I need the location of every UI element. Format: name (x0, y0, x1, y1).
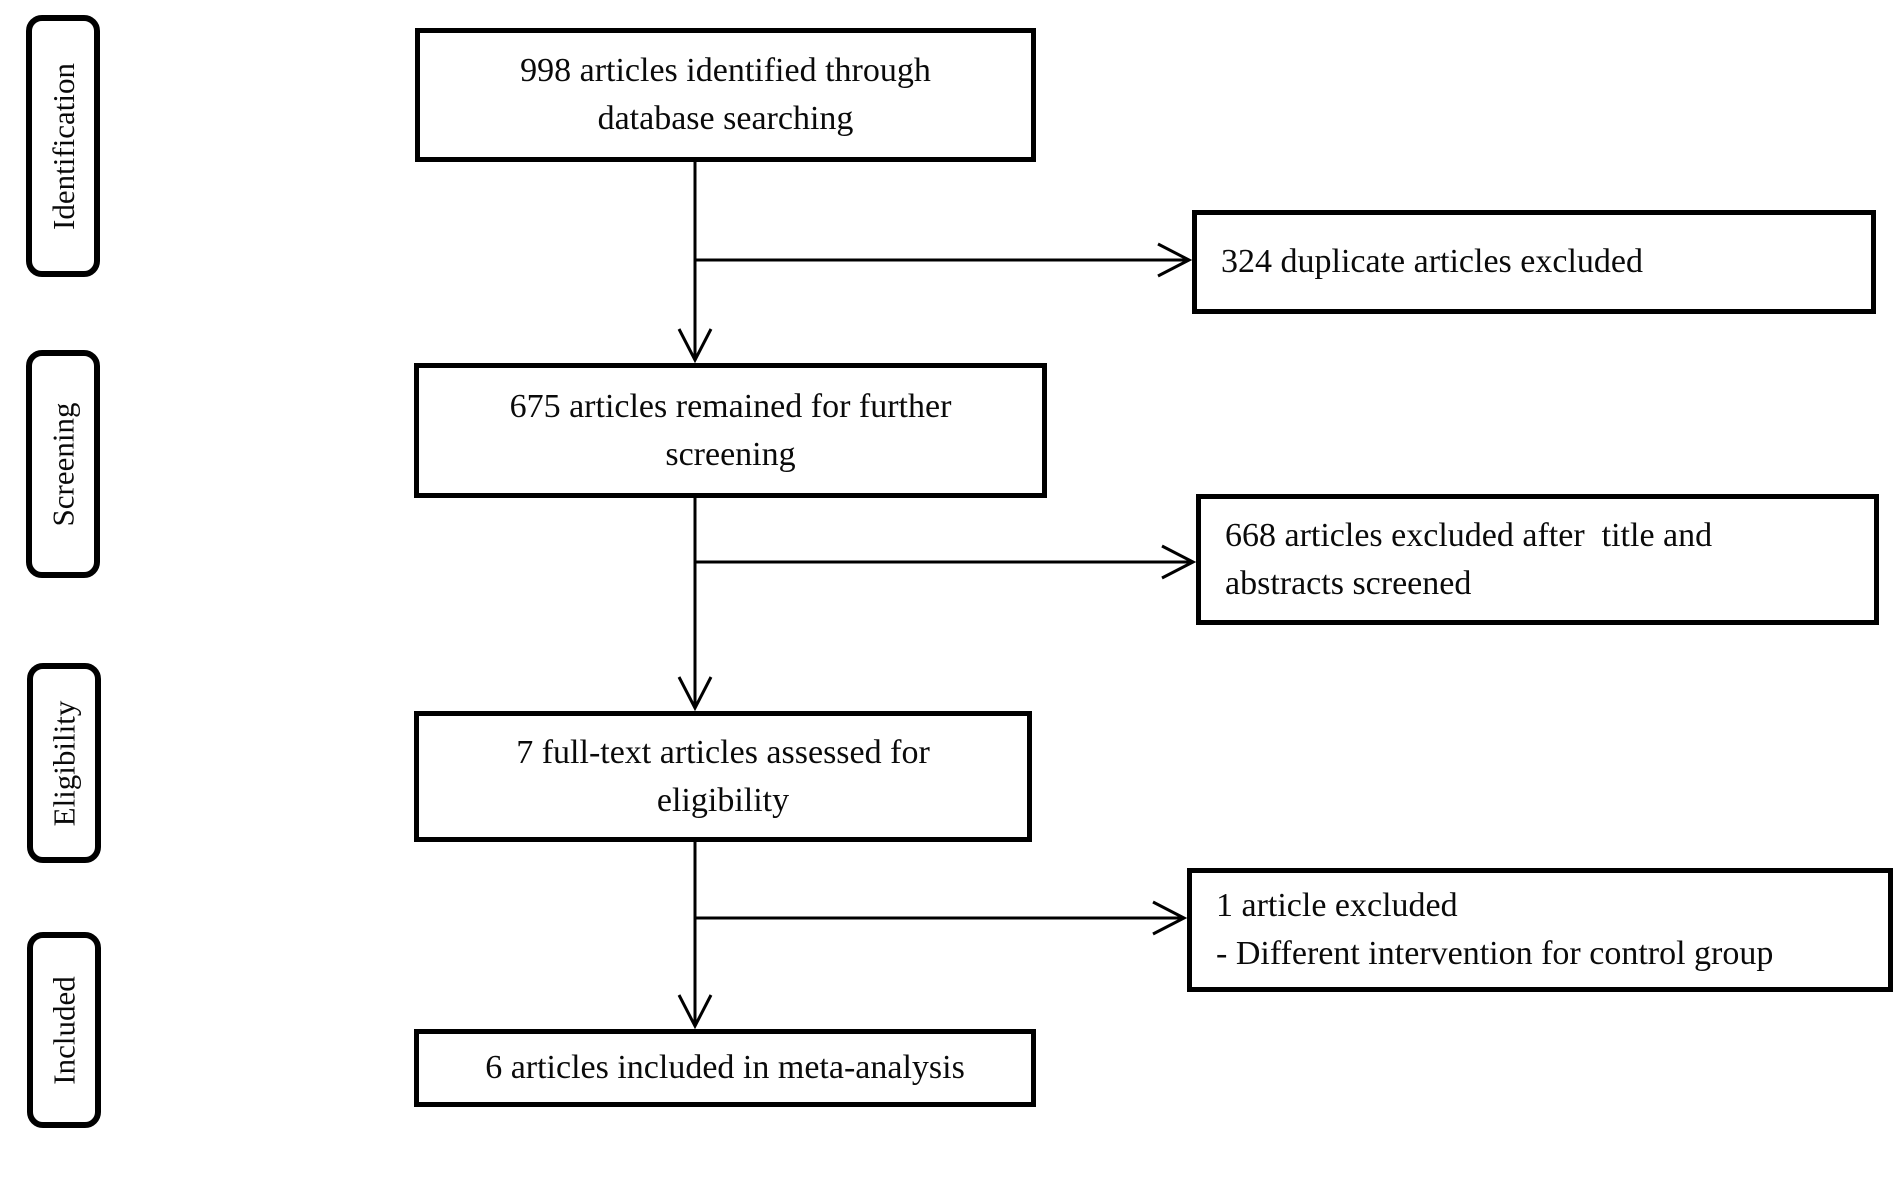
stage-label-screening-text: Screening (45, 402, 81, 526)
stage-label-included: Included (27, 932, 101, 1128)
stage-label-eligibility: Eligibility (27, 663, 101, 863)
arrow-branch-to-duplicates-excluded (695, 242, 1193, 278)
exclusion-box-title-abstract: 668 articles excluded after title and ab… (1196, 494, 1879, 625)
exclusion-box-duplicates-text: 324 duplicate articles excluded (1221, 243, 1643, 281)
arrow-remained-to-fulltext (677, 498, 713, 712)
flow-box-remained-for-screening: 675 articles remained for further screen… (414, 363, 1047, 498)
exclusion-box-duplicates: 324 duplicate articles excluded (1192, 210, 1876, 314)
stage-label-identification-text: Identification (45, 62, 81, 230)
arrow-fulltext-to-included (677, 842, 713, 1030)
arrow-branch-to-fulltext-excluded (695, 900, 1188, 936)
arrow-branch-to-title-abstract-excluded (695, 544, 1197, 580)
flow-box-fulltext-assessed: 7 full-text articles assessed for eligib… (414, 711, 1032, 842)
stage-label-identification: Identification (26, 15, 100, 277)
flow-box-identified-text: 998 articles identified through database… (520, 52, 931, 137)
stage-label-included-text: Included (46, 975, 82, 1085)
stage-label-eligibility-text: Eligibility (46, 700, 82, 826)
flow-box-included-in-meta-analysis: 6 articles included in meta-analysis (414, 1029, 1036, 1107)
stage-label-screening: Screening (26, 350, 100, 578)
flow-box-remained-for-screening-text: 675 articles remained for further screen… (509, 387, 952, 473)
flow-box-identified: 998 articles identified through database… (415, 28, 1036, 162)
flow-box-fulltext-assessed-text: 7 full-text articles assessed for eligib… (516, 733, 930, 819)
flow-box-included-in-meta-analysis-text: 6 articles included in meta-analysis (485, 1049, 965, 1087)
exclusion-box-fulltext-excluded: 1 article excluded - Different intervent… (1187, 868, 1893, 992)
exclusion-box-title-abstract-text: 668 articles excluded after title and ab… (1225, 516, 1713, 602)
exclusion-box-fulltext-excluded-text: 1 article excluded - Different intervent… (1216, 887, 1774, 972)
